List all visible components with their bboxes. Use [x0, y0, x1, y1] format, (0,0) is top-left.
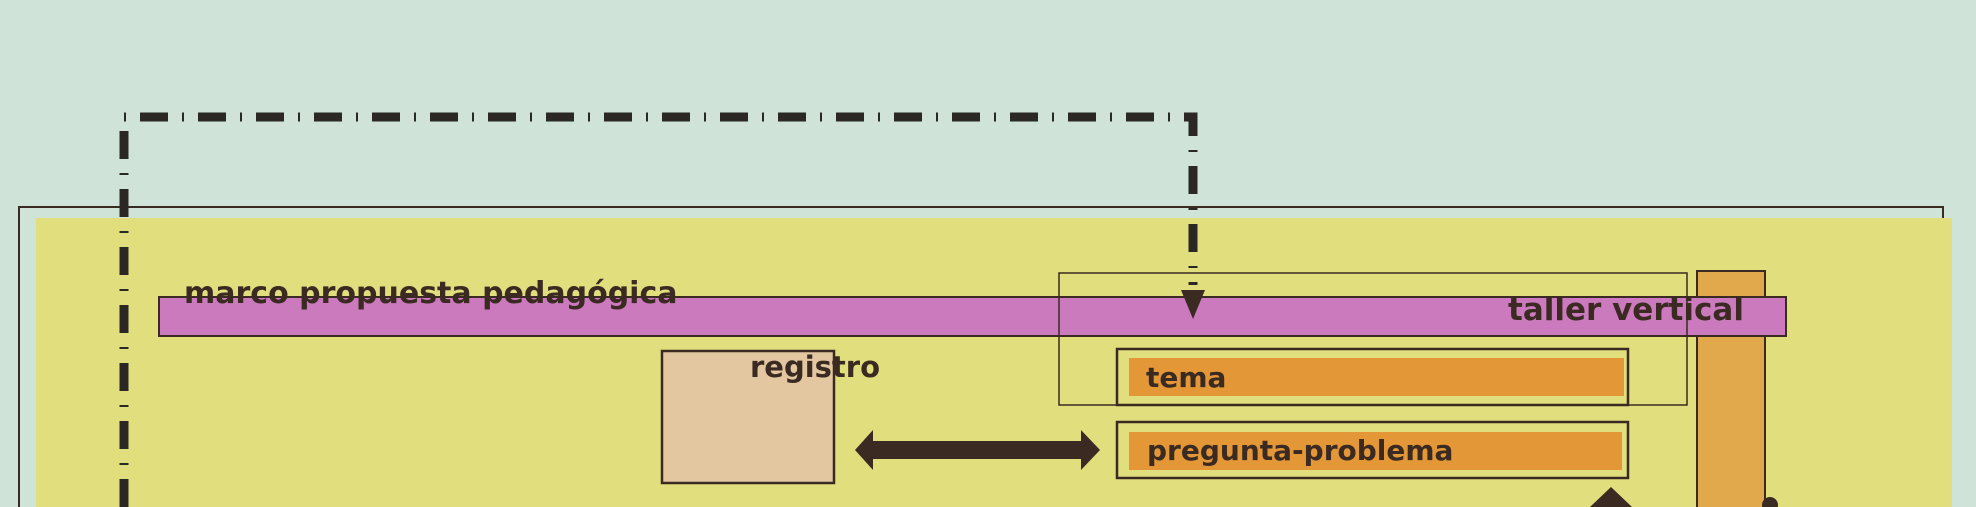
- tema-box: [1115, 347, 1630, 407]
- pregunta-label: pregunta-problema: [1147, 434, 1453, 467]
- taller-label: taller vertical: [1508, 292, 1744, 328]
- registro-box: [660, 349, 836, 485]
- marco-band: [158, 296, 1787, 337]
- tema-label: tema: [1146, 361, 1226, 394]
- registro-label: registro: [750, 350, 880, 384]
- feedback-loop-line: [119, 112, 1198, 507]
- bar-dot: [1762, 497, 1778, 507]
- pregunta-fill: [1129, 432, 1622, 470]
- up-arrowhead: [1590, 487, 1632, 507]
- feedback-arrowhead: [1181, 290, 1205, 319]
- pregunta-box: [1115, 420, 1630, 480]
- tema-fill: [1129, 358, 1624, 396]
- frame-fill: [36, 218, 1952, 507]
- marco-label: marco propuesta pedagógica: [184, 276, 678, 311]
- double-arrow: [855, 430, 1100, 470]
